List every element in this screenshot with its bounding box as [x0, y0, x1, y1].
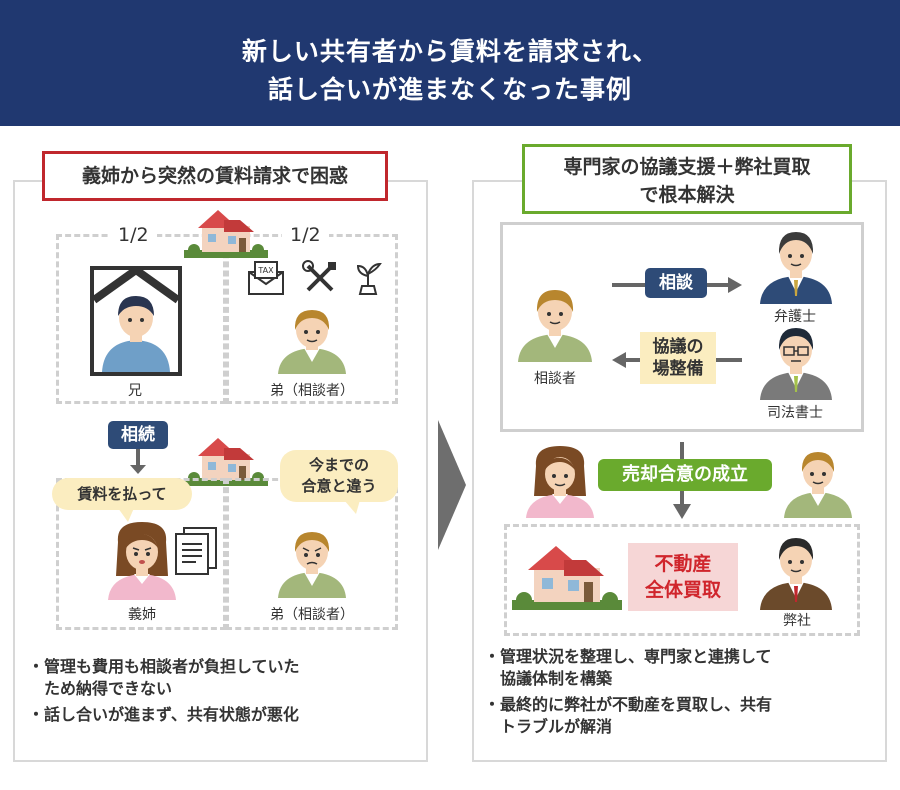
- tax-envelope-icon: TAX: [248, 261, 284, 295]
- svg-text:TAX: TAX: [257, 266, 274, 275]
- younger-brother-top-avatar: [278, 310, 346, 374]
- document-icon: [175, 527, 217, 575]
- whole-purchase-badge: 不動産 全体買取: [628, 543, 738, 611]
- sale-agreement-badge: 売却合意の成立: [598, 459, 772, 491]
- plant-icon: [356, 262, 382, 295]
- bubble-pay-rent: 賃料を払って: [52, 478, 192, 510]
- arrange-badge: 協議の 場整備: [640, 332, 716, 384]
- share-right: 1/2: [282, 224, 329, 246]
- company-label: 弊社: [783, 613, 811, 629]
- bubble-differs-line2: 合意と違う: [301, 477, 377, 495]
- bubble-differs-tail: [344, 500, 360, 514]
- chevron-right-icon: [438, 420, 466, 550]
- real-estate-house-icon: [512, 546, 622, 610]
- inherit-badge: 相続: [108, 421, 168, 449]
- left-panel-title: 義姉から突然の賃料請求で困惑: [42, 151, 388, 201]
- bubble-pay-rent-tail: [118, 508, 134, 522]
- right-panel-title: 専門家の協議支援＋弊社買取 で根本解決: [522, 144, 852, 214]
- left-note-1: ・管理も費用も相談者が負担していた ため納得できない: [28, 657, 300, 698]
- company-avatar: [760, 538, 832, 610]
- sister-in-law-label: 義姉: [128, 607, 156, 623]
- bubble-differs: 今までの 合意と違う: [280, 450, 398, 502]
- consult-badge: 相談: [645, 268, 707, 298]
- right-panel-title-line2: で根本解決: [639, 184, 735, 206]
- client-label: 相談者: [534, 371, 576, 387]
- tools-icon: [302, 260, 336, 292]
- sister-in-law-avatar: [108, 522, 176, 600]
- house-icon: [184, 210, 268, 258]
- client-right-avatar: [784, 452, 852, 518]
- client-avatar: [518, 290, 592, 362]
- inherit-arrow-icon: [130, 449, 146, 474]
- header-title-line2: 話し合いが進まなくなった事例: [267, 75, 632, 104]
- header-banner: 新しい共有者から賃料を請求され、 話し合いが進まなくなった事例: [0, 0, 900, 126]
- left-note-2: ・話し合いが進まず、共有状態が悪化: [28, 705, 299, 724]
- bubble-differs-line1: 今までの: [308, 456, 369, 474]
- sister-in-law-right-avatar: [526, 446, 594, 518]
- right-note-2: ・最終的に弊社が不動産を買取し、共有 トラブルが解消: [484, 695, 773, 736]
- brother-portrait: [90, 266, 182, 376]
- header-title-line1: 新しい共有者から賃料を請求され、: [241, 37, 659, 66]
- younger-brother-bottom-label: 弟（相談者）: [270, 607, 354, 623]
- lawyer-avatar: [760, 232, 832, 304]
- younger-brother-top-label: 弟（相談者）: [270, 383, 354, 399]
- share-left: 1/2: [110, 224, 157, 246]
- scrivener-label: 司法書士: [767, 405, 823, 421]
- right-note-1: ・管理状況を整理し、専門家と連携して 協議体制を構築: [484, 647, 772, 688]
- younger-brother-bottom-avatar: [278, 532, 346, 598]
- lawyer-label: 弁護士: [774, 309, 816, 325]
- scrivener-avatar: [760, 328, 832, 400]
- brother-label: 兄: [128, 383, 142, 399]
- right-panel-title-line1: 専門家の協議支援＋弊社買取: [563, 156, 811, 178]
- purchase-box: [504, 524, 860, 636]
